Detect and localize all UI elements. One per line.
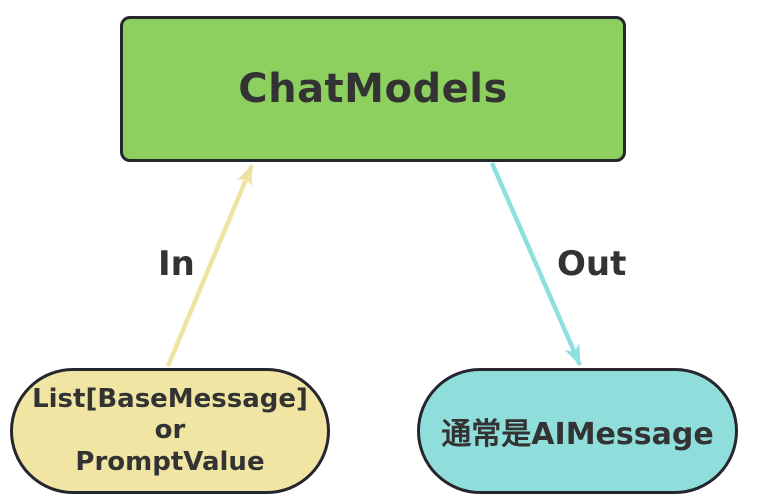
output-pill-node: 通常是AIMessage [417,368,738,494]
input-pill-line-3: PromptValue [75,446,265,477]
chatmodels-node-label: ChatModels [238,66,508,112]
input-pill-line-1: List[BaseMessage] [32,384,308,415]
input-pill-line-2: or [154,415,186,446]
out-edge-label: Out [557,244,627,284]
in-edge-label: In [158,244,195,284]
output-pill-label: 通常是AIMessage [441,417,714,452]
chatmodels-node: ChatModels [120,16,626,162]
input-pill-node: List[BaseMessage] or PromptValue [10,368,330,494]
